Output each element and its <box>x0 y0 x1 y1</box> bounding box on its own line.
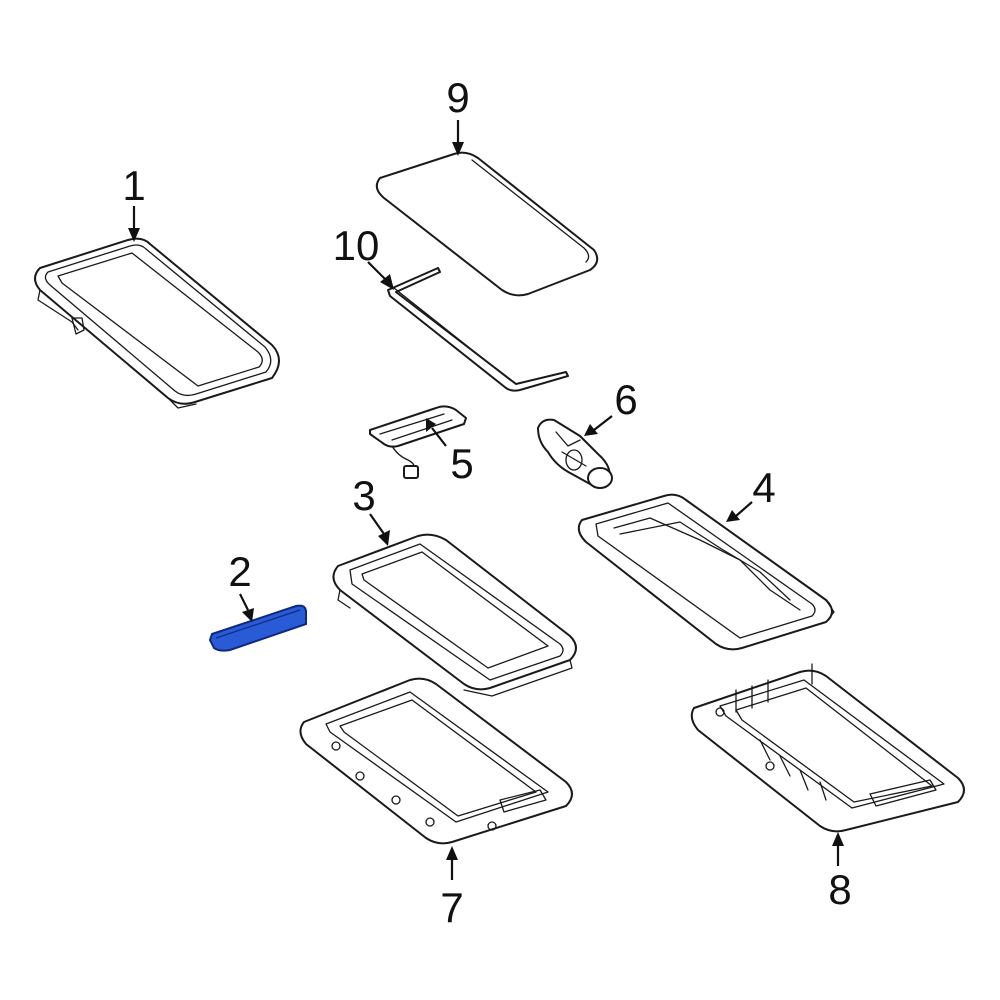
part-2-rail[interactable] <box>208 604 307 652</box>
callout-labels: 1 9 10 5 6 4 3 2 7 8 <box>122 74 851 931</box>
callout-3: 3 <box>352 472 375 519</box>
callout-arrows <box>128 120 844 880</box>
callout-1: 1 <box>122 162 145 209</box>
part-9-glass-panel[interactable] <box>375 151 599 297</box>
part-7-frame[interactable] <box>299 677 573 845</box>
part-6-motor[interactable] <box>537 418 613 489</box>
callout-8: 8 <box>828 866 851 913</box>
callout-7: 7 <box>440 884 463 931</box>
callout-10: 10 <box>333 222 380 269</box>
callout-6: 6 <box>614 376 637 423</box>
callout-9: 9 <box>446 74 469 121</box>
part-5-bracket[interactable] <box>369 405 467 479</box>
part-1-frame[interactable] <box>34 237 280 409</box>
callout-5: 5 <box>450 440 473 487</box>
part-8-frame[interactable] <box>690 663 965 833</box>
part-4-frame[interactable] <box>577 493 835 651</box>
part-3-frame[interactable] <box>332 533 577 697</box>
part-10-seal[interactable] <box>387 267 569 392</box>
callout-2: 2 <box>228 548 251 595</box>
callout-4: 4 <box>752 464 775 511</box>
